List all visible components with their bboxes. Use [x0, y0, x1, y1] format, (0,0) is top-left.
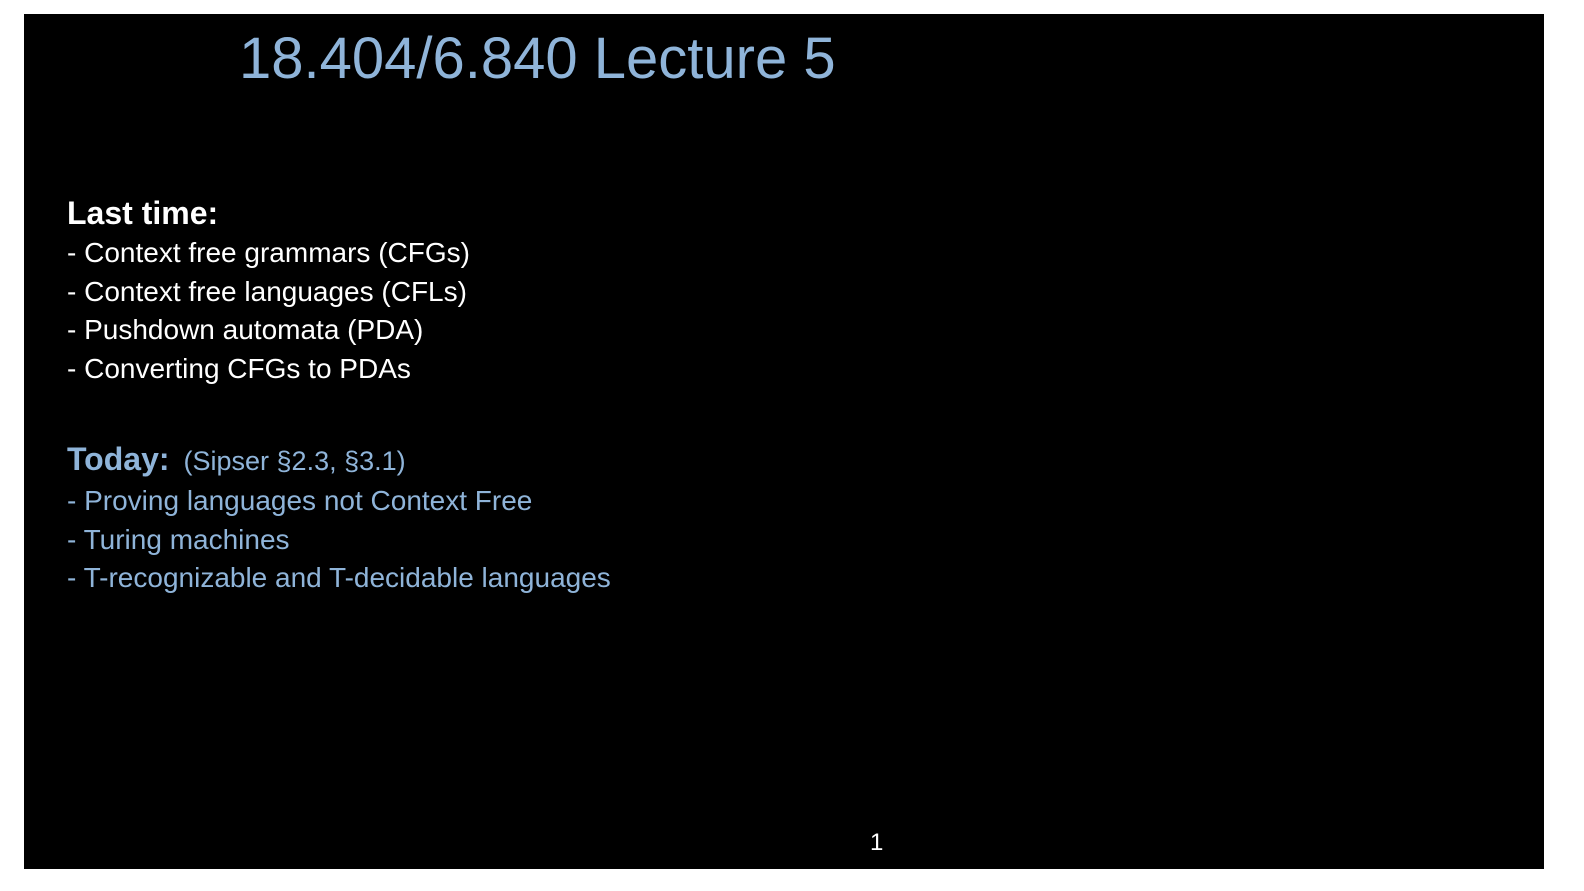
today-heading: Today:: [67, 441, 170, 477]
last-time-item: - Context free grammars (CFGs): [67, 237, 470, 268]
today-item: - T-recognizable and T-decidable languag…: [67, 562, 611, 593]
textbook-reference: (Sipser §2.3, §3.1): [183, 446, 406, 476]
today-heading-row: Today: (Sipser §2.3, §3.1): [67, 438, 611, 482]
last-time-heading: Last time:: [67, 195, 219, 231]
last-time-item: - Pushdown automata (PDA): [67, 314, 424, 345]
last-time-item: - Converting CFGs to PDAs: [67, 352, 411, 384]
today-item: - Proving languages not Context Free: [67, 485, 533, 516]
today-list: - Proving languages not Context Free - T…: [67, 482, 611, 598]
today-section: Today: (Sipser §2.3, §3.1) - Proving lang…: [67, 438, 611, 598]
slide-title: 18.404/6.840 Lecture 5: [239, 26, 836, 91]
last-time-list: - Context free grammars (CFGs) - Context…: [67, 234, 470, 388]
today-item: - Turing machines: [67, 523, 290, 555]
slide: 18.404/6.840 Lecture 5 Last time: - Cont…: [24, 14, 1544, 869]
last-time-section: Last time: - Context free grammars (CFGs…: [67, 192, 470, 388]
last-time-item: - Context free languages (CFLs): [67, 275, 467, 307]
